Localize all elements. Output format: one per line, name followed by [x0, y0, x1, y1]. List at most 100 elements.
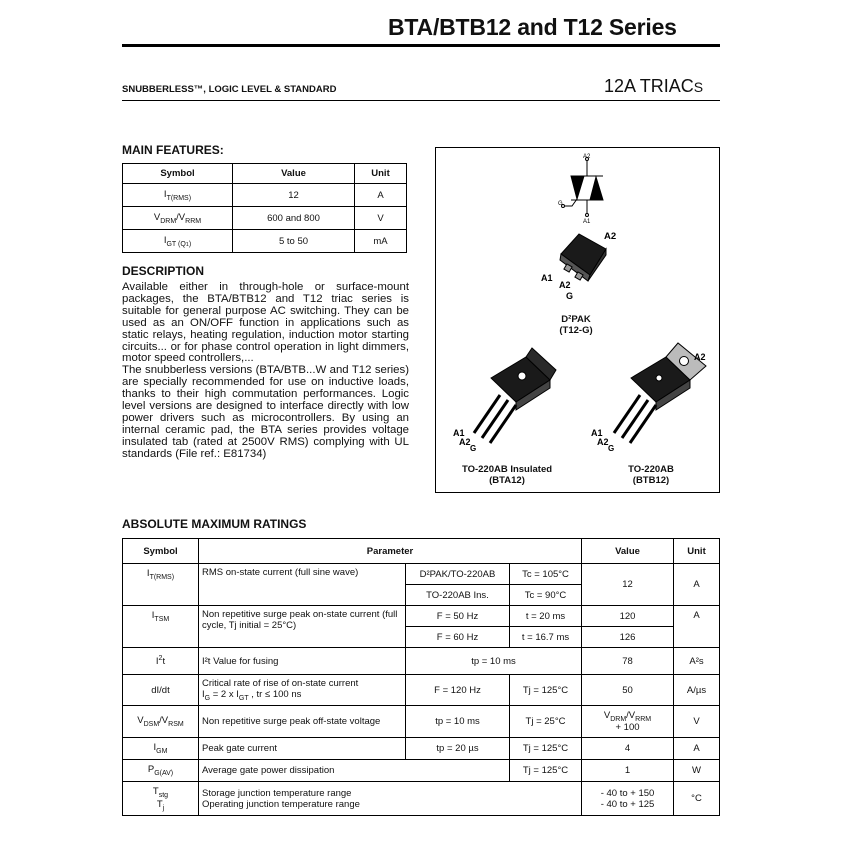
cond-cell: t = 20 ms [509, 605, 582, 627]
to220-pin-a2b: A2 [597, 437, 609, 447]
symbol-cell: dI/dt [122, 674, 199, 706]
cond-cell: t = 16.7 ms [509, 626, 582, 648]
d2pak-pin-a2b: A2 [559, 280, 571, 290]
table-row: I2t I²t Value for fusing tp = 10 ms 78 A… [122, 647, 720, 675]
table-row: VDSM/VRSM Non repetitive surge peak off-… [122, 705, 720, 738]
page-title: BTA/BTB12 and T12 Series [388, 14, 677, 40]
table-row: IT(RMS) 12 A [122, 183, 407, 207]
col-symbol: Symbol [122, 163, 233, 184]
param-cell: I²t Value for fusing [198, 647, 406, 675]
value-cell: 600 and 800 [232, 206, 355, 230]
to220ins-pin-a2: A2 [459, 437, 471, 447]
unit-cell: A [673, 563, 720, 606]
symbol-cell: PG(AV) [122, 759, 199, 782]
triac-symbol-icon [561, 157, 604, 217]
cond-cell: F = 60 Hz [405, 626, 510, 648]
cond-cell: Tc = 105°C [509, 563, 582, 585]
table-row: IGM Peak gate current tp = 20 µs Tj = 12… [122, 737, 720, 760]
symbol-cell: I2t [122, 647, 199, 675]
unit-cell: A [673, 737, 720, 760]
cond-cell: D²PAK/TO-220AB [405, 563, 510, 585]
unit-cell: A²s [673, 647, 720, 675]
to220ins-pin-g: G [470, 444, 476, 453]
to220ins-pin-a1: A1 [453, 428, 465, 438]
col-parameter: Parameter [198, 538, 582, 564]
value-cell: 12 [232, 183, 355, 207]
value-cell: VDRM/VRRM+ 100 [581, 705, 674, 738]
d2pak-pin-g: G [566, 291, 573, 301]
cond-cell: F = 50 Hz [405, 605, 510, 627]
symbol-cell: VDSM/VRSM [122, 705, 199, 738]
symbol-cell: IGT (Q1) [122, 229, 233, 253]
param-cell: Non repetitive surge peak on-state curre… [198, 605, 406, 648]
to220-pin-g: G [608, 444, 614, 453]
col-symbol: Symbol [122, 538, 199, 564]
cond-cell: TO-220AB Ins. [405, 584, 510, 606]
subtitle-rule [122, 100, 720, 101]
value-cell: 1 [581, 759, 674, 782]
symbol-pin-a1: A1 [583, 219, 591, 225]
to220-pin-a1: A1 [591, 428, 603, 438]
col-value: Value [232, 163, 355, 184]
unit-cell: mA [354, 229, 407, 253]
to220-pin-a2: A2 [694, 352, 706, 362]
ratings-table: Symbol Parameter Value Unit IT(RMS) RMS … [122, 538, 720, 816]
value-cell: 120 [581, 605, 674, 627]
package-figure: A2 G A1 A2 A1 A2 G A1 A2 G A2 A1 A2 G D²… [435, 147, 720, 493]
param-cell: RMS on-state current (full sine wave) [198, 563, 406, 606]
symbol-pin-g: G [558, 201, 563, 207]
cond-cell: tp = 20 µs [405, 737, 510, 760]
table-row: IT(RMS) RMS on-state current (full sine … [122, 563, 720, 606]
cond-cell: Tj = 25°C [509, 705, 582, 738]
value-cell: 126 [581, 626, 674, 648]
table-row: VDRM/VRRM 600 and 800 V [122, 206, 407, 230]
cond-cell: F = 120 Hz [405, 674, 510, 706]
symbol-cell: IT(RMS) [122, 183, 233, 207]
description-heading: DESCRIPTION [122, 264, 205, 278]
table-row: F = 60 Hz t = 16.7 ms 126 [123, 626, 720, 648]
d2pak-package-icon [559, 233, 607, 282]
value-cell: 5 to 50 [232, 229, 355, 253]
param-cell: Critical rate of rise of on-state curren… [198, 674, 406, 706]
table-row: ITSM Non repetitive surge peak on-state … [122, 605, 720, 648]
param-cell: Average gate power dissipation [198, 759, 510, 782]
package-drawings: A2 G A1 A2 A1 A2 G A1 A2 G A2 A1 A2 G [453, 154, 707, 453]
unit-cell: A/µs [673, 674, 720, 706]
product-main: 12A TRIAC [604, 76, 694, 96]
cond-cell: tp = 10 ms [405, 647, 582, 675]
main-features-heading: MAIN FEATURES: [122, 143, 224, 157]
symbol-cell: IGM [122, 737, 199, 760]
value-cell: 4 [581, 737, 674, 760]
value-cell: - 40 to + 150- 40 to + 125 [581, 781, 674, 816]
to220-insulated-package-icon [472, 347, 557, 444]
unit-cell: V [673, 705, 720, 738]
symbol-cell: ITSM [122, 605, 199, 648]
unit-cell: °C [673, 781, 720, 816]
series-subtitle: SNUBBERLESS™, LOGIC LEVEL & STANDARD [122, 84, 337, 95]
col-value: Value [581, 538, 674, 564]
product-rating: 12A TRIACS [604, 76, 703, 97]
col-unit: Unit [354, 163, 407, 184]
to220-package-icon [612, 342, 707, 444]
to220ins-label: TO-220AB Insulated(BTA12) [461, 464, 553, 486]
ratings-heading: ABSOLUTE MAXIMUM RATINGS [122, 517, 307, 531]
cond-cell: Tc = 90°C [509, 584, 582, 606]
table-row: dI/dt Critical rate of rise of on-state … [122, 674, 720, 706]
value-cell: 12 [581, 563, 674, 606]
table-row: IGT (Q1) 5 to 50 mA [122, 229, 407, 253]
cond-cell: tp = 10 ms [405, 705, 510, 738]
product-tail: S [693, 79, 704, 95]
description-text: Available either in through-hole or surf… [122, 281, 409, 460]
table-header-row: Symbol Value Unit [122, 163, 407, 184]
table-header-row: Symbol Parameter Value Unit [122, 538, 720, 564]
symbol-pin-a2: A2 [583, 154, 591, 160]
value-cell: 50 [581, 674, 674, 706]
value-cell: 78 [581, 647, 674, 675]
d2pak-label: D²PAK(T12-G) [559, 314, 593, 336]
symbol-cell: VDRM/VRRM [122, 206, 233, 230]
unit-cell: A [354, 183, 407, 207]
cond-cell: Tj = 125°C [509, 759, 582, 782]
